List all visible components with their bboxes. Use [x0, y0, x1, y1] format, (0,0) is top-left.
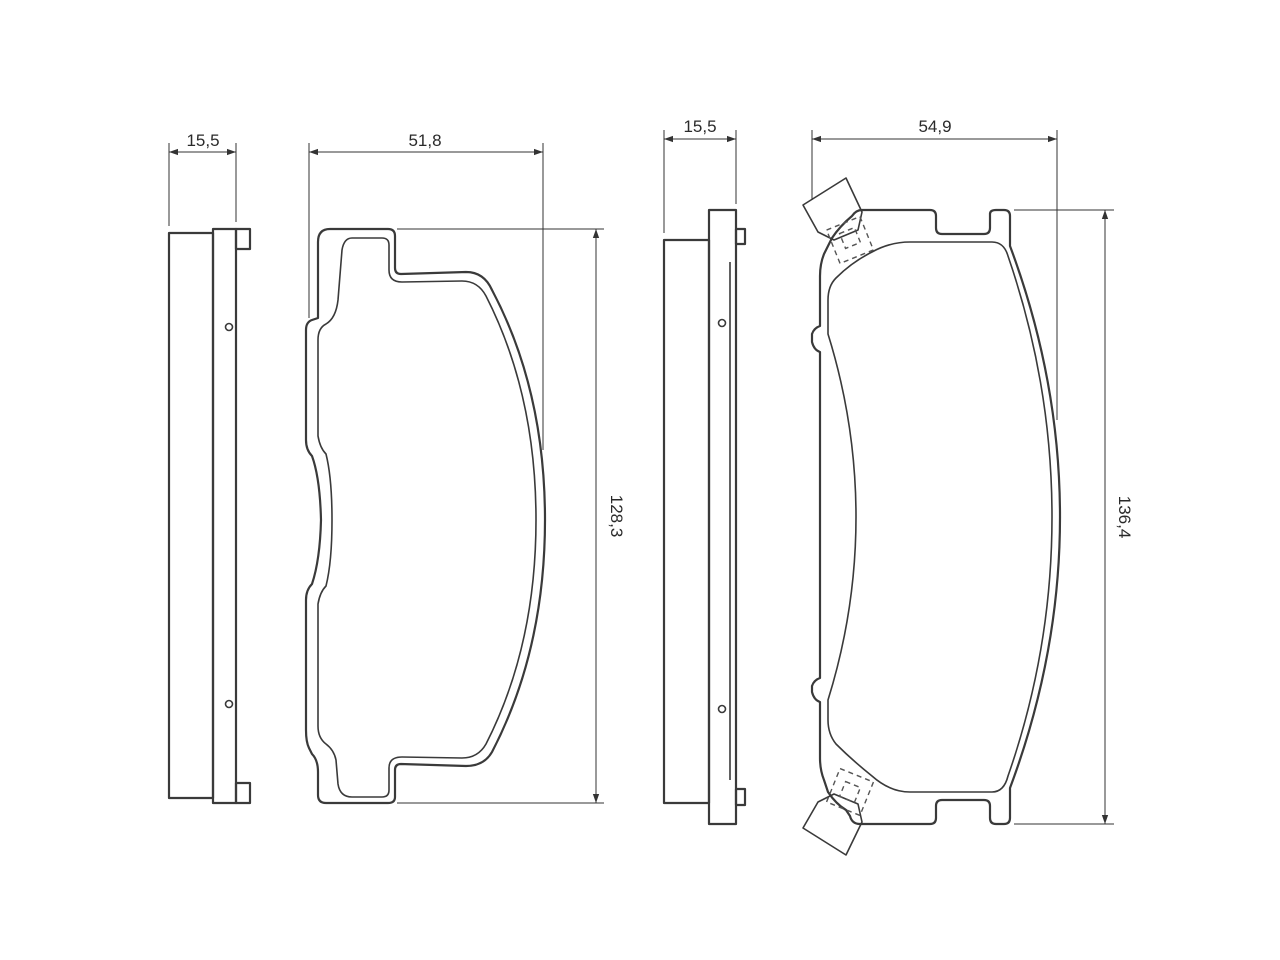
pad1-thickness-dimension: 15,5 [168, 131, 237, 226]
pad2-side-view [662, 208, 747, 826]
pad2-height-label: 136,4 [1115, 496, 1134, 539]
pad1-height-dimension: 128,3 [397, 228, 626, 804]
pad1-thickness-label: 15,5 [186, 131, 219, 150]
pad2-height-dimension: 136,4 [1014, 209, 1134, 825]
pad1-height-label: 128,3 [607, 495, 626, 538]
pad1-width-label: 51,8 [408, 131, 441, 150]
pad2-side-hole-top [717, 318, 727, 328]
pad1-side-hole-top [224, 322, 234, 332]
pad2-thickness-dimension: 15,5 [663, 117, 737, 233]
pad1-side-view [167, 227, 252, 805]
pad1-side-hole-bottom [224, 699, 234, 709]
pad2-front-view [802, 177, 1062, 856]
pad1-front-view [304, 227, 547, 805]
pad2-side-hole-bottom [717, 704, 727, 714]
pad2-thickness-label: 15,5 [683, 117, 716, 136]
pad1-width-dimension: 51,8 [308, 131, 544, 450]
pad2-width-label: 54,9 [918, 117, 951, 136]
pad2-width-dimension: 54,9 [811, 117, 1058, 420]
